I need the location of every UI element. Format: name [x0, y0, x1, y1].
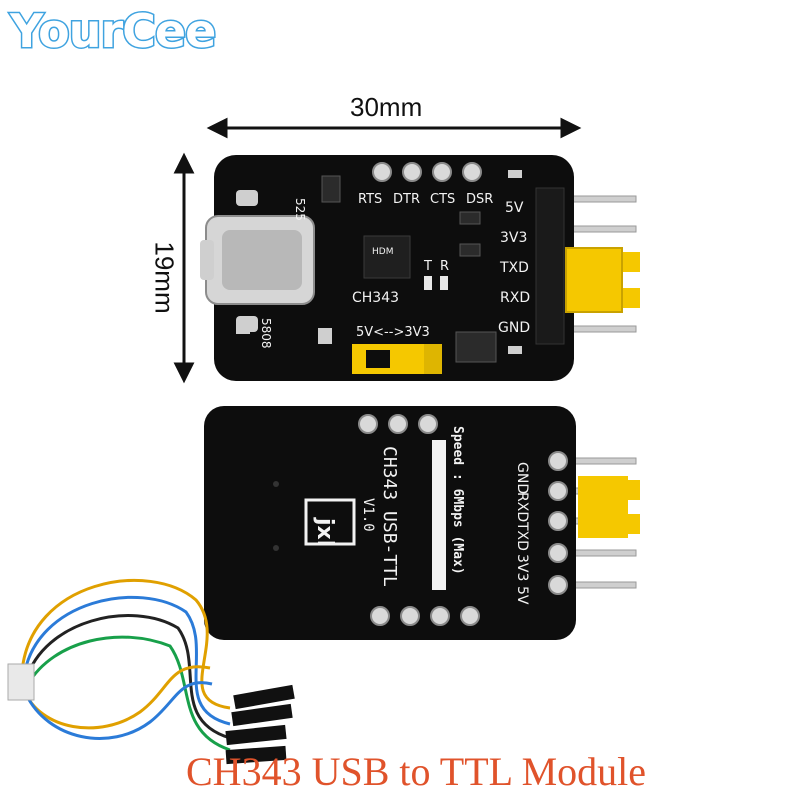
front-top-pads [372, 162, 482, 182]
height-dimension-arrow [173, 152, 195, 384]
usb-code-bottom: 5808 [259, 318, 273, 349]
back-top-pads [358, 414, 438, 434]
svg-text:GND: GND [514, 462, 530, 494]
jxl-logo-mark: jxl [312, 517, 337, 547]
led-label-t: T [423, 259, 432, 274]
product-caption: CH343 USB to TTL Module [186, 749, 647, 794]
svg-text:RXD: RXD [500, 290, 530, 306]
back-side-pads [548, 451, 568, 595]
back-bottom-pads [370, 606, 480, 626]
svg-text:RXD: RXD [514, 492, 530, 522]
svg-text:3V3: 3V3 [500, 230, 527, 246]
jxl-logo-frame [304, 498, 356, 546]
led-label-r: R [440, 259, 449, 274]
svg-text:CTS: CTS [430, 192, 455, 207]
svg-text:TXD: TXD [514, 521, 530, 551]
svg-text:GND: GND [498, 320, 530, 336]
width-dimension-label: 30mm [350, 92, 423, 122]
usb-c-connector [200, 190, 315, 332]
width-dimension-arrow [206, 117, 582, 139]
ch343-chip [363, 235, 411, 279]
svg-text:TXD: TXD [499, 260, 529, 276]
svg-text:5V: 5V [505, 200, 524, 216]
svg-text:DTR: DTR [393, 192, 420, 207]
voltage-switch-label: 5V<-->3V3 [356, 325, 430, 340]
svg-text:5V: 5V [514, 586, 530, 605]
back-title: CH343 USB-TTL [379, 446, 400, 587]
back-pcb [204, 406, 576, 640]
svg-text:DSR: DSR [466, 192, 493, 207]
back-side-pin-labels: GND RXD TXD 3V3 5V [514, 462, 530, 605]
svg-text:3V3: 3V3 [514, 554, 530, 581]
svg-text:RTS: RTS [358, 192, 382, 207]
jst-connector [7, 663, 35, 701]
chip-marking: HDM [372, 247, 393, 257]
back-speed: Speed : 6Mbps (Max) [450, 426, 465, 575]
front-side-pin-labels: 5V 3V3 TXD RXD GND [498, 200, 530, 336]
back-version: V1.0 [360, 498, 376, 532]
brand-logo: YourCee [8, 3, 217, 60]
back-jumper [578, 476, 640, 538]
front-top-pin-labels: RTS DTR CTS DSR [358, 192, 493, 207]
back-board: GND RXD TXD 3V3 5V jxl V1.0 CH343 USB-TT… [204, 406, 640, 640]
front-jumper [565, 247, 640, 313]
dupont-housings [225, 684, 295, 765]
dupont-cable [20, 579, 231, 752]
chip-label: CH343 [352, 290, 399, 306]
usb-code-top: 525 [293, 198, 307, 221]
